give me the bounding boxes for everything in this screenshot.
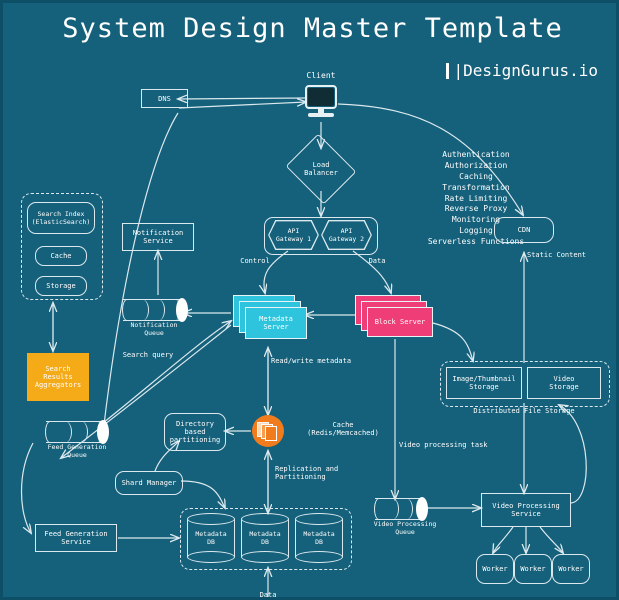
metadata-server-label: Metadata Server [245, 307, 307, 339]
api-gateway-1-node[interactable]: API Gateway 1 [268, 220, 319, 250]
dns-node[interactable]: DNS [141, 89, 188, 108]
notification-queue-node[interactable] [122, 298, 188, 322]
watermark: |DesignGurus.io [445, 63, 598, 79]
worker-1-node[interactable]: Worker [476, 554, 514, 584]
metadata-db-2-label: Metadata DB [249, 530, 281, 546]
search-results-aggregators-node[interactable]: Search Results Aggregators [27, 353, 89, 401]
data-bottom-edge-label: Data [259, 591, 277, 599]
cache-label: Cache (Redis/Memcached) [307, 421, 379, 438]
search-cache-node[interactable]: Cache [35, 246, 87, 266]
block-server-label: Block Server [367, 307, 433, 337]
distributed-file-storage-group [440, 361, 610, 407]
worker-3-node[interactable]: Worker [552, 554, 590, 584]
metadata-db-1-node[interactable]: Metadata DB [187, 513, 235, 563]
video-processing-queue-node[interactable] [374, 497, 428, 521]
metadata-db-3-label: Metadata DB [303, 530, 335, 546]
search-storage-node[interactable]: Storage [35, 276, 87, 296]
feed-generation-queue-node[interactable] [45, 420, 109, 444]
metadata-db-2-node[interactable]: Metadata DB [241, 513, 289, 563]
desktop-computer-icon [305, 85, 337, 119]
control-edge-label: Control [240, 257, 270, 265]
api-gateway-1-label: API Gateway 1 [275, 227, 312, 243]
replication-partitioning-edge-label: Replication and Partitioning [275, 465, 339, 482]
directory-based-partitioning-node[interactable]: Directory based partitioning [164, 413, 226, 451]
client-label: Client [306, 71, 336, 80]
cache-node[interactable] [252, 415, 284, 447]
api-gateway-2-node[interactable]: API Gateway 2 [321, 220, 372, 250]
page-title: System Design Master Template [62, 13, 563, 44]
load-balancer-label: Load Balancer [304, 161, 338, 177]
feed-generation-queue-label: Feed Generation Queue [47, 443, 107, 459]
static-content-label: Static Content [527, 251, 587, 259]
api-gateway-2-label: API Gateway 2 [328, 227, 365, 243]
metadata-db-3-node[interactable]: Metadata DB [295, 513, 343, 563]
image-thumbnail-storage-node[interactable]: Image/Thumbnail Storage [446, 367, 522, 399]
search-query-edge-label: Search query [122, 351, 174, 359]
read-write-metadata-edge-label: Read/write metadata [271, 357, 352, 365]
shard-manager-node[interactable]: Shard Manager [115, 471, 183, 495]
video-processing-queue-label: Video Processing Queue [373, 520, 437, 536]
notification-service-node[interactable]: Notification Service [122, 223, 194, 251]
cdn-node[interactable]: CDN [494, 217, 554, 243]
search-index-node[interactable]: Search Index (ElasticSearch) [27, 202, 95, 234]
block-server-node[interactable]: Block Server [355, 295, 435, 341]
video-storage-node[interactable]: Video Storage [527, 367, 601, 399]
metadata-db-group [180, 508, 352, 570]
load-balancer-node[interactable]: Load Balancer [285, 133, 357, 205]
metadata-server-node[interactable]: Metadata Server [233, 295, 309, 341]
distributed-file-storage-label: Distributed File Storage [473, 407, 575, 415]
api-gateway-group [264, 217, 378, 255]
worker-2-node[interactable]: Worker [514, 554, 552, 584]
notification-queue-label: Notification Queue [130, 321, 178, 337]
data-edge-label: Data [368, 257, 386, 265]
feed-generation-service-node[interactable]: Feed Generation Service [35, 524, 117, 552]
search-index-group [21, 193, 103, 300]
metadata-db-1-label: Metadata DB [195, 530, 227, 546]
video-processing-task-edge-label: Video processing task [399, 441, 488, 449]
video-processing-service-node[interactable]: Video Processing Service [481, 493, 571, 527]
